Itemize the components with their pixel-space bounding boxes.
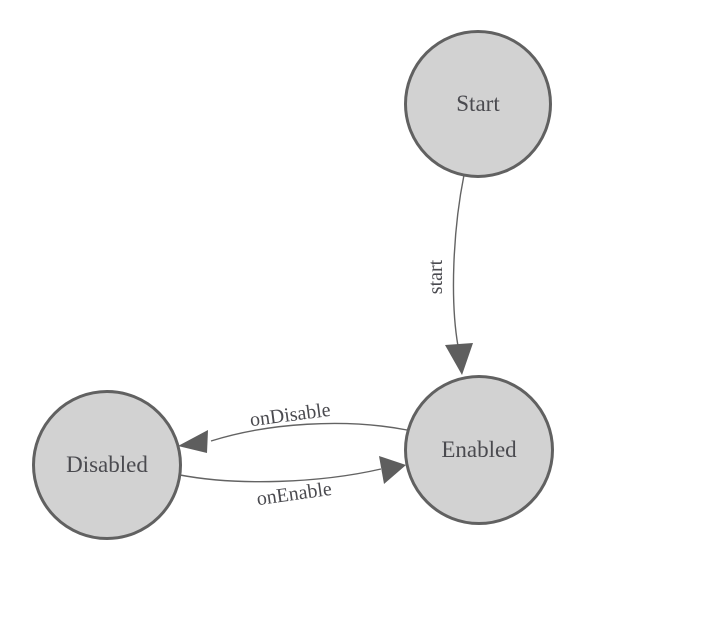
state-node-start[interactable]: Start	[404, 30, 552, 178]
edge-label-onenable: onEnable	[255, 478, 333, 510]
state-circle-enabled[interactable]	[404, 375, 554, 525]
arrowhead-left-icon	[178, 430, 208, 453]
state-label-disabled: Disabled	[66, 452, 148, 477]
transition-start-to-enabled: start	[425, 174, 473, 375]
transition-disabled-to-enabled: onEnable	[179, 456, 406, 510]
state-label-start: Start	[456, 91, 500, 116]
state-node-disabled[interactable]: Disabled	[32, 390, 182, 540]
edge-label-start: start	[425, 259, 447, 294]
state-node-enabled[interactable]: Enabled	[404, 375, 554, 525]
state-circle-start[interactable]	[404, 30, 552, 178]
state-circle-disabled[interactable]	[32, 390, 182, 540]
state-label-enabled: Enabled	[441, 437, 517, 462]
edge-path-onenable	[179, 468, 382, 483]
transition-enabled-to-disabled: onDisable	[178, 399, 408, 453]
arrowhead-right-icon	[379, 456, 406, 484]
arrowhead-down-icon	[445, 343, 473, 375]
edge-path-ondisable	[210, 422, 408, 442]
edge-path-start	[452, 174, 465, 347]
edge-label-ondisable: onDisable	[249, 399, 332, 431]
